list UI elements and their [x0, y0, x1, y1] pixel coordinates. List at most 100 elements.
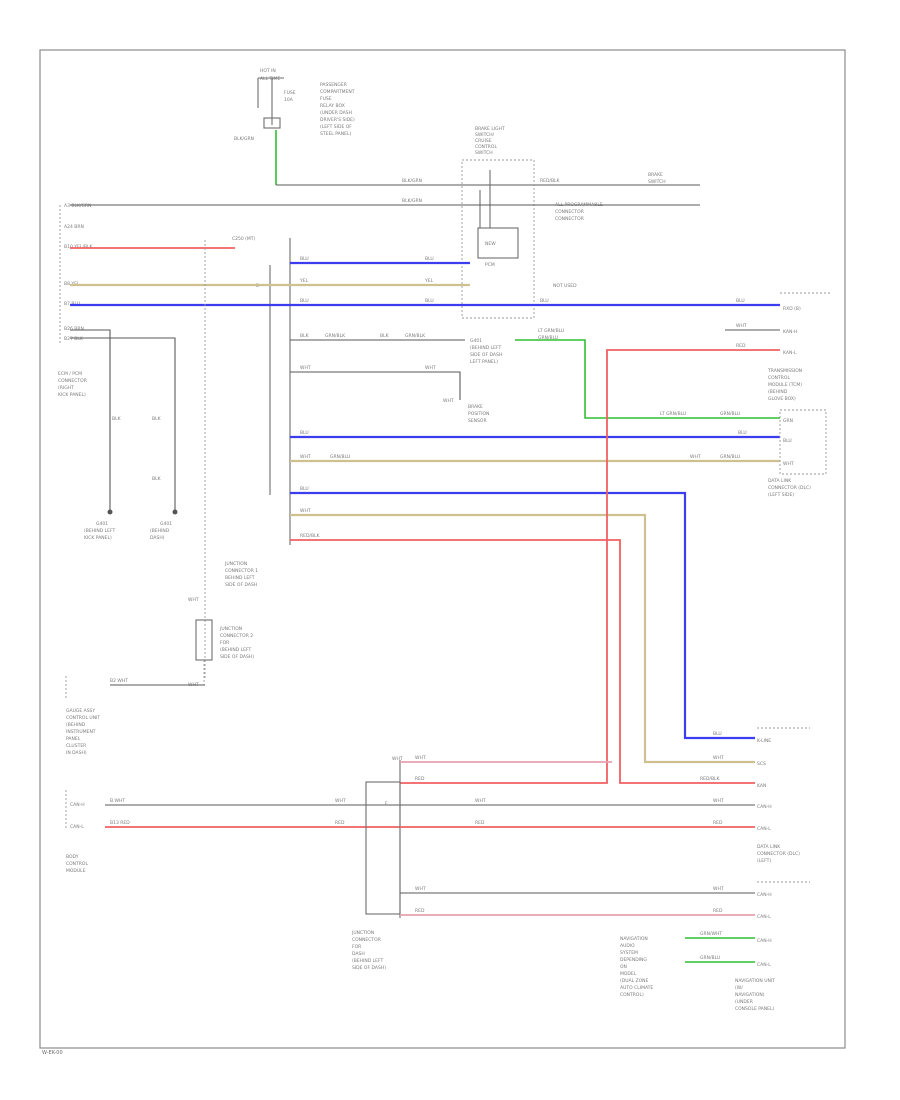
- svg-text:WHT: WHT: [415, 755, 426, 761]
- svg-text:BLK: BLK: [152, 416, 162, 422]
- footer-code: W-EK-00: [42, 1050, 63, 1056]
- svg-text:DRIVER'S SIDE): DRIVER'S SIDE): [320, 117, 355, 123]
- svg-text:CONNECTOR 2: CONNECTOR 2: [220, 633, 253, 639]
- svg-text:CAN-H: CAN-H: [757, 892, 772, 898]
- svg-text:BLU: BLU: [783, 438, 792, 444]
- svg-text:GRN/BLU: GRN/BLU: [700, 955, 720, 961]
- svg-text:GRN/BLU: GRN/BLU: [720, 454, 740, 460]
- bottom-right-note: NAVIGATION AUDIO SYSTEM DEPENDING ON MOD…: [620, 936, 653, 998]
- svg-text:WHT: WHT: [713, 798, 724, 804]
- svg-text:PCM: PCM: [485, 262, 495, 268]
- svg-text:B2 WHT: B2 WHT: [110, 678, 128, 684]
- svg-text:BLK: BLK: [300, 333, 310, 339]
- svg-text:WHT: WHT: [300, 454, 311, 460]
- svg-text:WHT: WHT: [783, 461, 794, 467]
- svg-text:RXD (B): RXD (B): [783, 306, 801, 312]
- svg-text:RED/BLK: RED/BLK: [540, 178, 561, 184]
- svg-text:WHT: WHT: [690, 454, 701, 460]
- svg-text:GRN/BLK: GRN/BLK: [325, 333, 346, 339]
- svg-text:INSTRUMENT: INSTRUMENT: [66, 729, 96, 735]
- control-unit-module: BRAKE LIGHT SWITCH/ CRUISE CONTROL SWITC…: [461, 126, 535, 319]
- svg-text:BLU: BLU: [425, 298, 434, 304]
- svg-text:WHT: WHT: [300, 365, 311, 371]
- svg-text:NAVIGATION UNIT: NAVIGATION UNIT: [735, 978, 775, 984]
- svg-text:GRN/WHT: GRN/WHT: [700, 931, 722, 937]
- svg-text:BLK: BLK: [380, 333, 390, 339]
- svg-text:B26 BRN: B26 BRN: [64, 326, 84, 332]
- svg-text:(BEHIND: (BEHIND: [150, 528, 170, 534]
- svg-text:KICK PANEL): KICK PANEL): [84, 535, 112, 541]
- svg-text:SWITCH/: SWITCH/: [475, 132, 495, 138]
- svg-text:RED: RED: [415, 908, 425, 914]
- svg-text:CONNECTOR 1: CONNECTOR 1: [225, 568, 258, 574]
- svg-text:BLU: BLU: [300, 486, 309, 492]
- svg-text:DEPENDING: DEPENDING: [620, 957, 647, 963]
- svg-text:WHT: WHT: [713, 755, 724, 761]
- svg-text:JUNCTION: JUNCTION: [351, 930, 374, 936]
- svg-text:NAVIGATION): NAVIGATION): [735, 992, 765, 998]
- svg-text:B13 RED: B13 RED: [110, 820, 130, 826]
- svg-text:CLUSTER: CLUSTER: [66, 743, 86, 749]
- svg-text:(BEHIND LEFT: (BEHIND LEFT: [352, 958, 384, 964]
- svg-text:BLU: BLU: [713, 731, 722, 737]
- svg-text:BLK: BLK: [152, 476, 162, 482]
- svg-text:KAN-L: KAN-L: [783, 350, 797, 356]
- wire-red-1: [290, 539, 755, 784]
- svg-text:KICK PANEL): KICK PANEL): [58, 392, 86, 398]
- svg-text:COMPARTMENT: COMPARTMENT: [320, 89, 355, 95]
- svg-text:RED/BLK: RED/BLK: [700, 776, 721, 782]
- svg-text:B WHT: B WHT: [110, 798, 125, 804]
- junction-connector-2: WHT JUNCTION CONNECTOR 2 FOR (BEHIND LEF…: [188, 597, 254, 688]
- svg-text:HOT IN: HOT IN: [260, 68, 276, 74]
- svg-text:TRANSMISSION: TRANSMISSION: [767, 368, 802, 374]
- svg-text:(UNDER DASH: (UNDER DASH: [320, 110, 352, 116]
- svg-text:BLU: BLU: [300, 430, 309, 436]
- svg-text:SWITCH: SWITCH: [648, 179, 666, 185]
- svg-text:RED: RED: [736, 343, 746, 349]
- svg-text:CAN-L: CAN-L: [70, 824, 84, 830]
- svg-text:(BEHIND LEFT: (BEHIND LEFT: [470, 345, 502, 351]
- svg-text:GAUGE ASSY: GAUGE ASSY: [66, 708, 95, 714]
- svg-text:BODY: BODY: [66, 854, 79, 860]
- svg-text:RED: RED: [713, 820, 723, 826]
- bottom-right-unit: CAN-H CAN-L CAN-H CAN-L NAVIGATION UNIT …: [735, 881, 810, 1012]
- svg-text:WHT: WHT: [300, 508, 311, 514]
- svg-text:B27 BLK: B27 BLK: [64, 336, 84, 342]
- svg-text:CONNECTOR (DLC): CONNECTOR (DLC): [768, 485, 811, 491]
- svg-text:CONTROL): CONTROL): [620, 992, 644, 998]
- svg-text:(W/: (W/: [735, 985, 743, 991]
- svg-text:DATA LINK: DATA LINK: [768, 478, 792, 484]
- svg-text:YEL: YEL: [424, 278, 434, 284]
- svg-text:RED: RED: [335, 820, 345, 826]
- body-control-module: CAN-H CAN-L BODY CONTROL MODULE: [65, 790, 88, 874]
- svg-text:CAN-H: CAN-H: [757, 804, 772, 810]
- wire-ecm-ground-b: [70, 337, 176, 510]
- svg-text:GRN/BLU: GRN/BLU: [330, 454, 350, 460]
- right-connector-2: GRN BLU WHT DATA LINK CONNECTOR (DLC) (L…: [768, 409, 827, 498]
- right-connector-3: K-LINE SCS KAN CAN-H CAN-L DATA LINK CON…: [757, 727, 810, 864]
- svg-text:WHT: WHT: [425, 365, 436, 371]
- svg-text:JUNCTION: JUNCTION: [219, 626, 242, 632]
- svg-text:WHT: WHT: [415, 886, 426, 892]
- svg-text:CONTROL: CONTROL: [768, 375, 790, 381]
- svg-text:CAN-L: CAN-L: [757, 826, 771, 832]
- svg-text:MODULE (TCM): MODULE (TCM): [768, 382, 802, 388]
- svg-text:SENSOR: SENSOR: [468, 418, 487, 424]
- svg-text:CONTROL: CONTROL: [66, 861, 88, 867]
- svg-text:FUSE: FUSE: [284, 90, 296, 96]
- svg-text:SIDE OF DASH: SIDE OF DASH: [470, 352, 502, 358]
- svg-text:NOT USED: NOT USED: [553, 283, 577, 289]
- svg-text:CONNECTOR: CONNECTOR: [555, 216, 584, 222]
- junction-connector-center: C250 (MT) B JUNCTION CONNECTOR 1 BEHIND …: [204, 236, 291, 680]
- svg-text:RELAY BOX: RELAY BOX: [320, 103, 345, 109]
- svg-text:SYSTEM: SYSTEM: [620, 950, 638, 956]
- svg-text:RED: RED: [713, 908, 723, 914]
- svg-text:POSITION: POSITION: [468, 411, 489, 417]
- svg-text:PASSENGER: PASSENGER: [320, 82, 347, 88]
- svg-text:FUSE: FUSE: [320, 96, 332, 102]
- svg-text:CONNECTOR: CONNECTOR: [555, 209, 584, 215]
- svg-text:NEW: NEW: [485, 241, 496, 247]
- svg-text:BLK/GRN: BLK/GRN: [234, 136, 254, 142]
